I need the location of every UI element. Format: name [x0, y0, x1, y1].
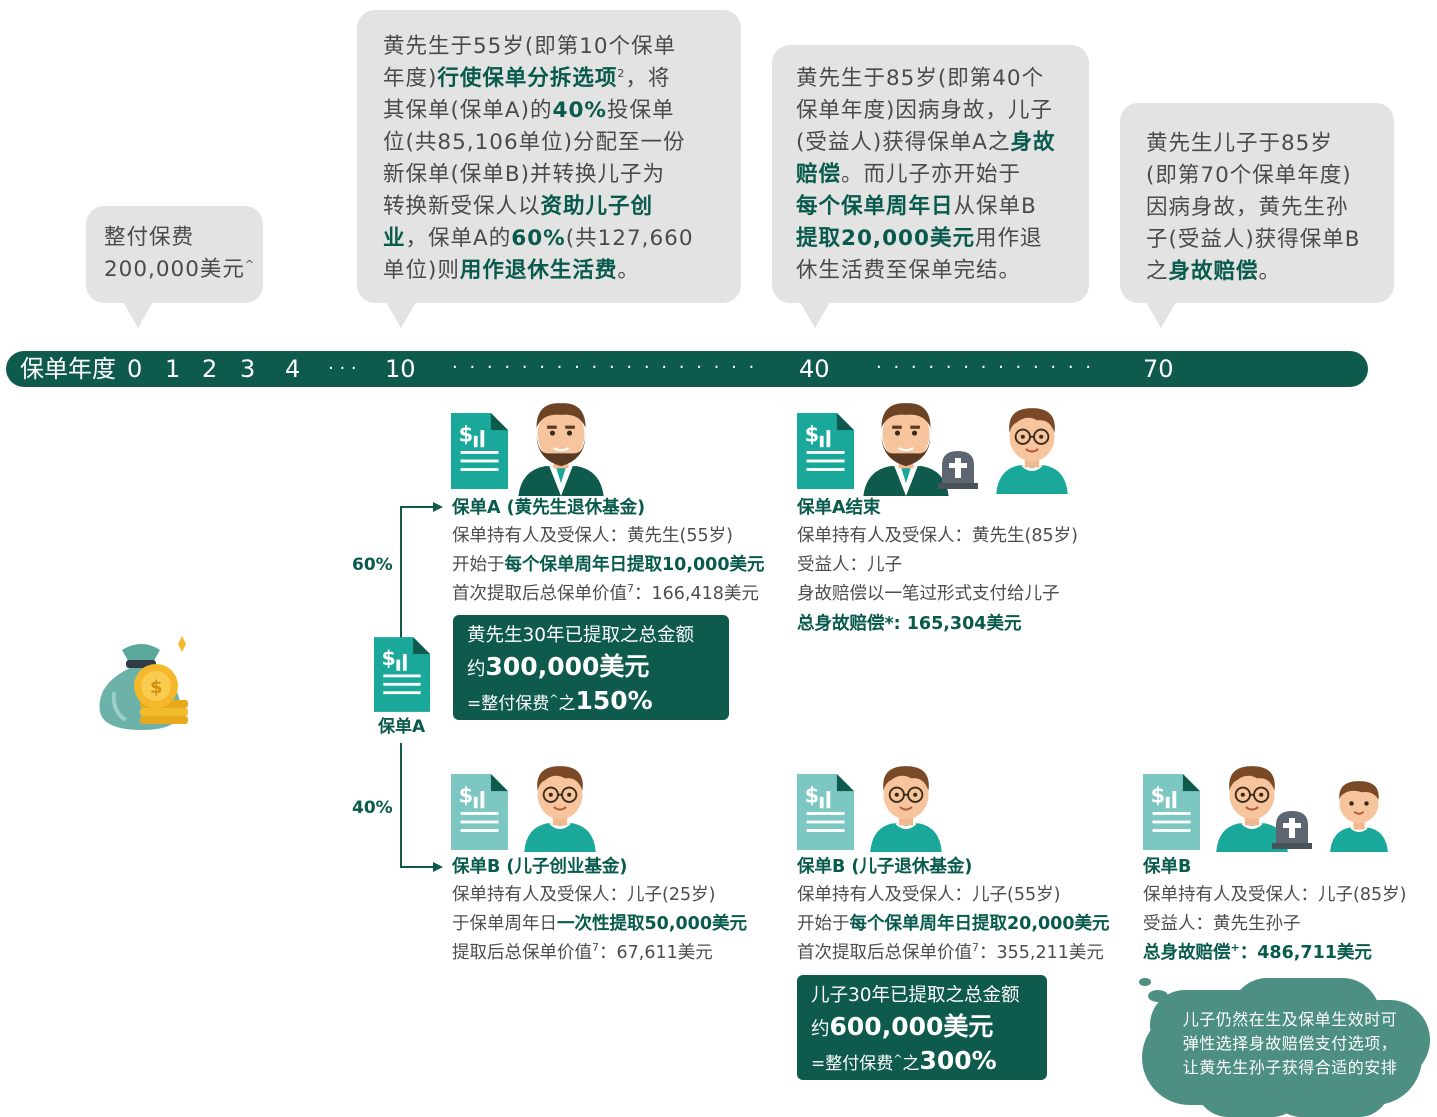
tick-70: 70	[1143, 355, 1174, 383]
tick-10: 10	[385, 355, 416, 383]
policy-document-icon	[451, 413, 508, 489]
policy-a-end-holder: 保单持有人及受保人：黄先生(85岁)	[797, 526, 1078, 546]
policy-b-end-title: 保单B	[1143, 857, 1192, 877]
policy-a-withdrawal: 开始于每个保单周年日提取10,000美元	[452, 555, 765, 575]
cloud-text: 儿子仍然在生及保单生效时可 弹性选择身故赔偿支付选项， 让黄先生孙子获得合适的安…	[1182, 1010, 1398, 1077]
policy-a-end-benefit: 总身故赔偿*: 165,304美元	[797, 614, 1022, 634]
policy-b-retire-withdrawal: 开始于每个保单周年日提取20,000美元	[797, 914, 1110, 934]
tick-4: 4	[285, 355, 301, 383]
bubble-year-70: 黄先生儿子于85岁 (即第70个保单年度) 因病身故，黄先生孙 子(受益人)获得…	[1120, 103, 1394, 328]
money-bag-icon: $	[99, 636, 188, 730]
policy-document-icon	[797, 413, 854, 489]
policy-document-icon	[451, 774, 508, 850]
cloud-dot	[1139, 978, 1151, 986]
bubble-year-40: 黄先生于85岁(即第40个 保单年度)因病身故，儿子 (受益人)获得保单A之身故…	[772, 45, 1089, 328]
policy-a-holder: 保单持有人及受保人：黄先生(55岁)	[452, 526, 733, 546]
svg-text:$: $	[150, 677, 163, 698]
timeline-bar	[6, 351, 1368, 387]
thought-cloud	[1270, 1055, 1390, 1117]
policy-b-holder: 保单持有人及受保人：儿子(25岁)	[452, 885, 716, 905]
policy-b-withdrawal: 于保单周年日一次性提取50,000美元	[452, 914, 748, 934]
bubble-year-0: 整付保费 200,000美元^	[86, 206, 263, 328]
policy-a-label: 保单A	[378, 717, 426, 737]
timeline-dots: · · · · · · · · · · · · · · · · ·	[876, 357, 1094, 378]
policy-b-end-beneficiary: 受益人：黄先生孙子	[1143, 914, 1301, 934]
tick-3: 3	[240, 355, 256, 383]
policy-a-end-title: 保单A结束	[797, 498, 881, 518]
policy-b-total-box: 儿子30年已提取之总金额 约600,000美元 =整付保费^之300%	[797, 975, 1047, 1080]
policy-b-end-benefit: 总身故赔偿+：486,711美元	[1143, 941, 1372, 963]
policy-document-icon	[374, 637, 430, 712]
policy-a-title: 保单A (黄先生退休基金)	[452, 498, 646, 518]
policy-a-value: 首次提取后总保单价值7：166,418美元	[452, 582, 759, 604]
tombstone-icon	[938, 448, 978, 490]
policy-a-end-payout: 身故赔偿以一笔过形式支付给儿子	[797, 584, 1060, 604]
son-avatar-icon	[514, 760, 606, 852]
policy-b-retire-value: 首次提取后总保单价值7：355,211美元	[797, 941, 1104, 963]
split-pct-b: 40%	[352, 798, 393, 818]
bubble-year-10: 黄先生于55岁(即第10个保单 年度)行使保单分拆选项2，将 其保单(保单A)的…	[357, 10, 741, 328]
tick-ellipsis: · · ·	[328, 358, 357, 379]
policy-b-title: 保单B (儿子创业基金)	[452, 857, 628, 877]
tick-2: 2	[202, 355, 218, 383]
tick-1: 1	[165, 355, 181, 383]
son-avatar-icon	[860, 760, 952, 852]
policy-a-end-beneficiary: 受益人：儿子	[797, 555, 902, 575]
tick-0: 0	[127, 355, 143, 383]
policy-b-retire-holder: 保单持有人及受保人：儿子(55岁)	[797, 885, 1061, 905]
policy-b-end-holder: 保单持有人及受保人：儿子(85岁)	[1143, 885, 1407, 905]
timeline-dots: · · · · · · · · · · · · · · · · · · · · …	[452, 357, 762, 378]
tombstone-icon	[1272, 808, 1312, 850]
policy-b-retire-title: 保单B (儿子退休基金)	[797, 857, 973, 877]
policy-document-icon	[1143, 774, 1200, 850]
branch-connector	[400, 502, 443, 872]
tick-40: 40	[799, 355, 830, 383]
father-avatar-icon	[513, 400, 609, 496]
timeline-label: 保单年度	[20, 355, 116, 383]
policy-document-icon	[797, 774, 854, 850]
split-pct-a: 60%	[352, 555, 393, 575]
policy-a-total-box: 黄先生30年已提取之总金额 约300,000美元 =整付保费^之150%	[453, 615, 729, 720]
grandson-avatar-icon	[1317, 768, 1401, 852]
policy-b-value: 提取后总保单价值7：67,611美元	[452, 941, 713, 963]
son-avatar-icon	[986, 402, 1078, 494]
